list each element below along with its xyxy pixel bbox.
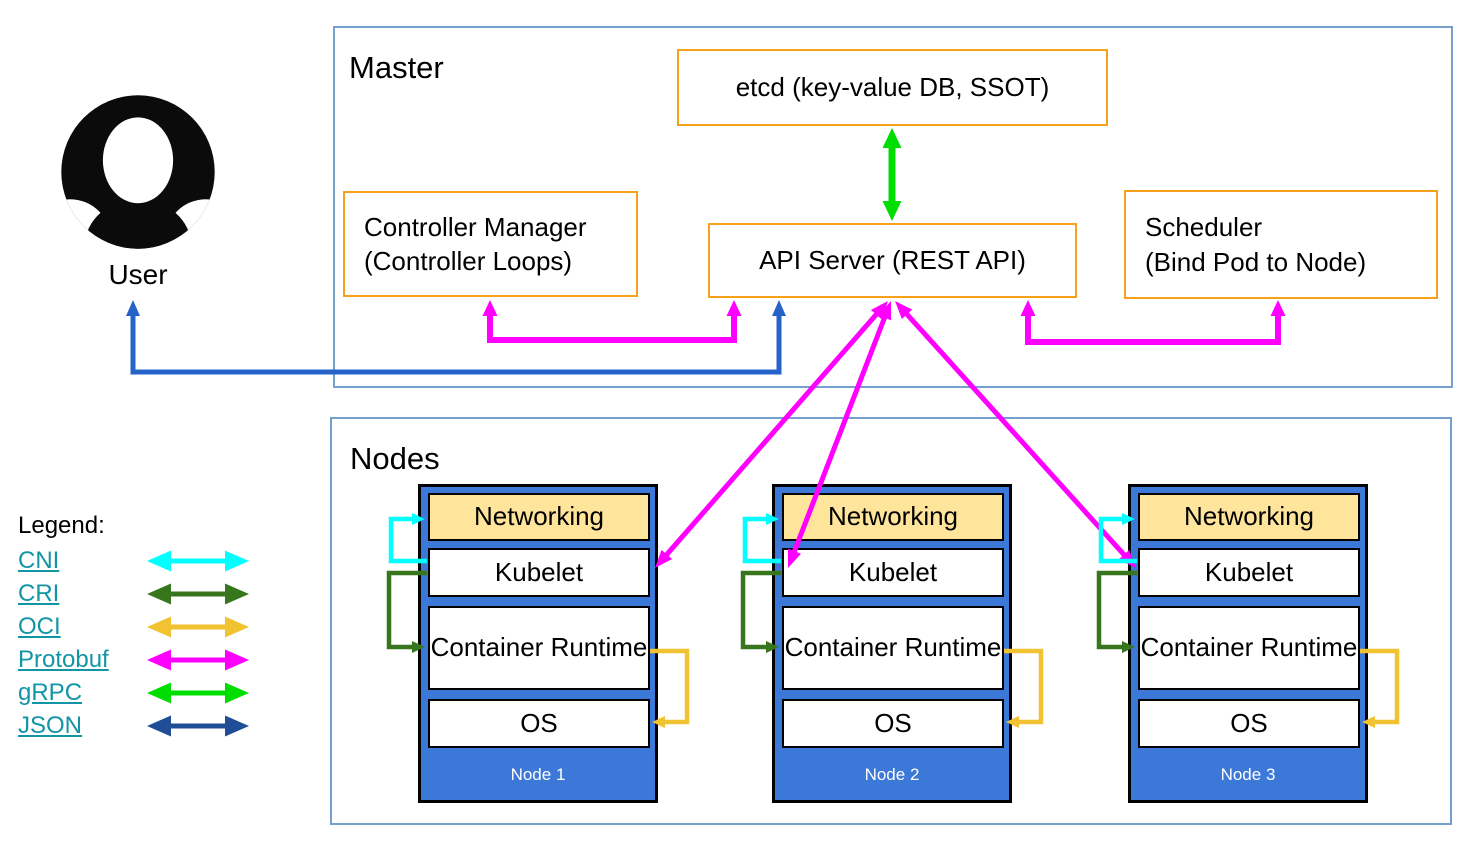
grpc-legend-arrow-icon bbox=[147, 682, 249, 703]
legend-title: Legend: bbox=[18, 512, 105, 539]
etcd-box: etcd (key-value DB, SSOT) bbox=[677, 49, 1108, 126]
oci-legend-arrow-icon bbox=[147, 616, 249, 637]
legend-row-grpc: gRPC bbox=[18, 676, 254, 709]
scheduler-label-line1: Scheduler bbox=[1145, 212, 1263, 243]
legend-arrow-glyph bbox=[147, 550, 249, 571]
nodes-title: Nodes bbox=[350, 441, 440, 476]
user-avatar-icon bbox=[61, 95, 215, 249]
legend-arrow-glyph bbox=[147, 682, 249, 703]
node-3-name: Node 3 bbox=[1220, 765, 1276, 784]
legend-link-oci[interactable]: OCI bbox=[18, 612, 61, 640]
cri-legend-arrow-icon bbox=[147, 583, 249, 604]
node-3-kubelet-layer: Kubelet bbox=[1138, 548, 1360, 597]
api-server-box: API Server (REST API) bbox=[708, 223, 1077, 298]
legend-row-json: JSON bbox=[18, 709, 254, 742]
legend-arrow-glyph bbox=[147, 649, 249, 670]
node-2: Networking Kubelet Container Runtime OS … bbox=[772, 484, 1012, 803]
node-1-kubelet-layer: Kubelet bbox=[428, 548, 650, 597]
node-3: Networking Kubelet Container Runtime OS … bbox=[1128, 484, 1368, 803]
etcd-label: etcd (key-value DB, SSOT) bbox=[735, 72, 1050, 103]
legend-arrow-glyph bbox=[147, 616, 249, 637]
cni-legend-arrow-icon bbox=[147, 550, 249, 571]
legend-link-cni[interactable]: CNI bbox=[18, 546, 60, 574]
node-1-os-layer: OS bbox=[428, 699, 650, 748]
legend-arrow-glyph bbox=[147, 583, 249, 604]
legend-row-oci: OCI bbox=[18, 610, 254, 643]
legend-row-cri: CRI bbox=[18, 577, 254, 610]
controller-manager-label-line1: Controller Manager bbox=[364, 211, 587, 242]
node-3-os-layer: OS bbox=[1138, 699, 1360, 748]
node-2-container-runtime-layer: Container Runtime bbox=[782, 606, 1004, 690]
legend: Legend: CNI CRI OCI Protobuf gRPC JSON bbox=[18, 512, 254, 742]
controller-manager-box: Controller Manager (Controller Loops) bbox=[343, 191, 638, 297]
legend-row-cni: CNI bbox=[18, 544, 254, 577]
legend-link-json[interactable]: JSON bbox=[18, 711, 83, 739]
protobuf-legend-arrow-icon bbox=[147, 649, 249, 670]
node-1-networking-layer: Networking bbox=[428, 493, 650, 541]
user-block: User bbox=[60, 94, 216, 291]
legend-arrow-glyph bbox=[147, 715, 249, 736]
user-label: User bbox=[108, 259, 168, 290]
node-2-os-layer: OS bbox=[782, 699, 1004, 748]
scheduler-box: Scheduler (Bind Pod to Node) bbox=[1124, 190, 1438, 299]
node-3-container-runtime-layer: Container Runtime bbox=[1138, 606, 1360, 690]
master-title: Master bbox=[349, 50, 444, 85]
legend-link-protobuf[interactable]: Protobuf bbox=[18, 645, 109, 673]
node-2-name: Node 2 bbox=[864, 765, 920, 784]
json-legend-arrow-icon bbox=[147, 715, 249, 736]
controller-manager-label-line2: (Controller Loops) bbox=[364, 246, 573, 276]
node-1-name: Node 1 bbox=[510, 765, 566, 784]
scheduler-label-line2: (Bind Pod to Node) bbox=[1145, 246, 1367, 277]
node-1-container-runtime-layer: Container Runtime bbox=[428, 606, 650, 690]
api-server-label: API Server (REST API) bbox=[759, 245, 1026, 276]
node-2-kubelet-layer: Kubelet bbox=[782, 548, 1004, 597]
node-2-networking-layer: Networking bbox=[782, 493, 1004, 541]
legend-row-protobuf: Protobuf bbox=[18, 643, 254, 676]
node-1: Networking Kubelet Container Runtime OS … bbox=[418, 484, 658, 803]
legend-link-grpc[interactable]: gRPC bbox=[18, 678, 83, 706]
legend-link-cri[interactable]: CRI bbox=[18, 579, 60, 607]
node-3-networking-layer: Networking bbox=[1138, 493, 1360, 541]
